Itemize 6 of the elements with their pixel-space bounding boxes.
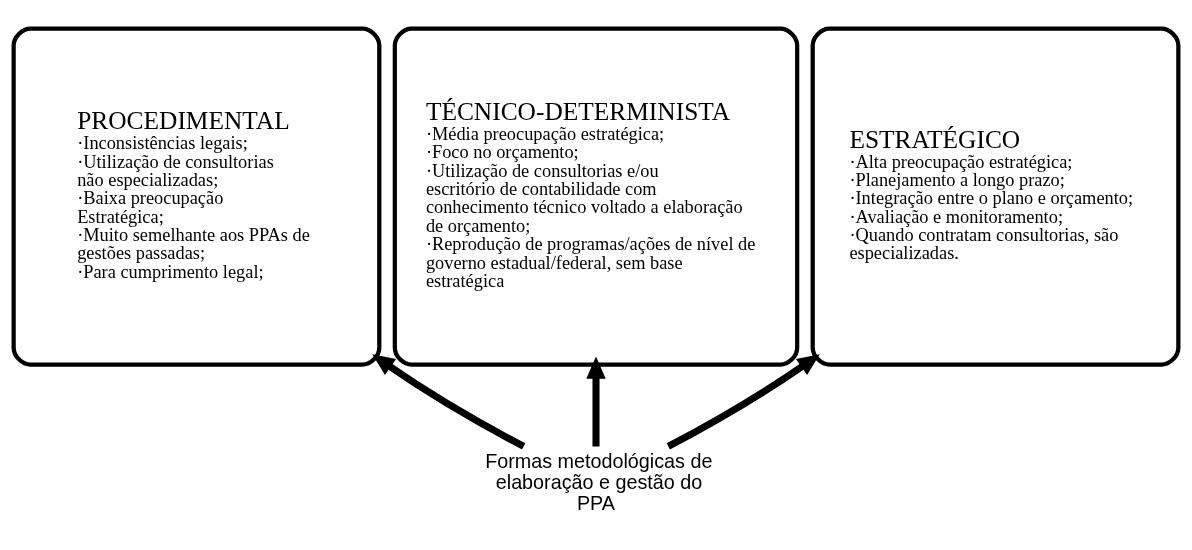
node-text: Formas metodológicas de elaboração e gestão do PPA [485,449,713,515]
node-box: ESTRATÉGICO ·Alta preocupação estratégica; ·Planejamento a longo prazo; ·Integração entre o plano e orçamento; ·Avaliação e monitoramento; ·Quando contratam consultorias, são especializadas. [810,26,1181,367]
arrow [372,354,526,450]
node-box: TÉCNICO-DETERMINISTA ·Média preocupação estratégica; ·Foco no orçamento; ·Utilização de consultorias e/ou escritório de contabilidade com conhecimento técnico voltado a elaboração de orçamento; ·Reprodução de programas/ações de nível de governo estadual/federal, sem base estratégica [392,26,800,367]
node-box: PROCEDIMENTAL ·Inconsistências legais; ·Utilização de consultorias não especializadas; ·Baixa preocupação Estratégica; ·Muito semelhante aos PPAs de gestões passadas; ·Para cumprimento legal; [11,26,382,367]
arrow [666,354,820,450]
